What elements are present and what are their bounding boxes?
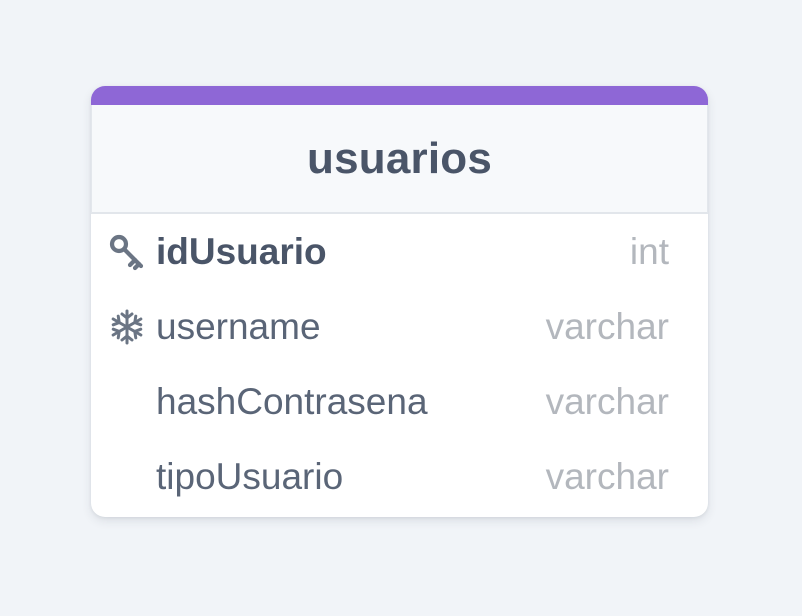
column-type: int [629,230,669,272]
column-name: tipoUsuario [156,455,344,497]
column-type: varchar [545,305,669,347]
column-list: idUsuario int [91,214,708,514]
table-accent-bar [91,86,708,105]
table-header[interactable]: usuarios [91,105,708,214]
snowflake-icon [108,308,146,346]
column-row-hashcontrasena[interactable]: hashContrasena varchar [91,364,708,439]
column-name: hashContrasena [156,380,428,422]
table-card-usuarios[interactable]: usuarios idUsuario int [91,86,708,517]
column-name: idUsuario [156,230,327,272]
column-row-idusuario[interactable]: idUsuario int [91,214,708,289]
column-row-username[interactable]: username varchar [91,289,708,364]
column-row-tipousuario[interactable]: tipoUsuario varchar [91,439,708,514]
key-icon [108,233,146,271]
table-title: usuarios [307,133,492,183]
column-name: username [156,305,321,347]
column-type: varchar [545,455,669,497]
column-type: varchar [545,380,669,422]
